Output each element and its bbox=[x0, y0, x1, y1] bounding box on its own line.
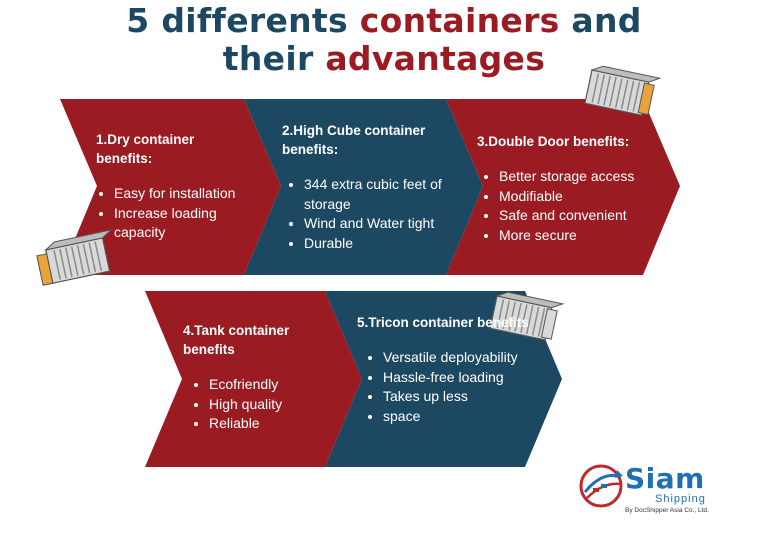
list-item: Modifiable bbox=[499, 187, 657, 207]
list-item: Better storage access bbox=[499, 167, 657, 187]
siam-shipping-logo-icon bbox=[579, 464, 623, 508]
card-heading: 5.Tricon container benefits bbox=[357, 315, 529, 330]
card-tank-container: 4.Tank container benefits Ecofriendly Hi… bbox=[183, 321, 323, 434]
chevron-1 bbox=[60, 99, 281, 275]
chevron-2 bbox=[244, 99, 483, 275]
list-item: More secure bbox=[499, 226, 657, 246]
siam-shipping-logo: Siam Shipping By DocShipper Asia Co., Lt… bbox=[579, 460, 729, 520]
benefit-list: Versatile deployability Hassle-free load… bbox=[357, 348, 537, 426]
benefit-list: Ecofriendly High quality Reliable bbox=[183, 375, 323, 434]
list-item: Takes up less bbox=[383, 387, 537, 407]
container-icon bbox=[489, 291, 565, 341]
title-line-1: 5 differents containers and bbox=[126, 1, 642, 40]
card-high-cube: 2.High Cube container benefits: 344 extr… bbox=[282, 121, 452, 253]
container-icon bbox=[36, 229, 113, 286]
card-dry-container: 1.Dry container benefits: Easy for insta… bbox=[96, 130, 246, 243]
card-heading: 4.Tank container benefits bbox=[183, 323, 290, 357]
benefit-list: Better storage access Modifiable Safe an… bbox=[477, 167, 657, 245]
benefit-list: Easy for installation Increase loading c… bbox=[96, 184, 246, 243]
card-heading: 1.Dry container benefits: bbox=[96, 132, 195, 166]
list-item: space bbox=[383, 407, 537, 427]
list-item: Hassle-free loading bbox=[383, 368, 537, 388]
page-title: 5 differents containers and their advant… bbox=[0, 2, 768, 78]
card-heading: 3.Double Door benefits: bbox=[477, 134, 630, 149]
list-item: Ecofriendly bbox=[209, 375, 323, 395]
list-item: Reliable bbox=[209, 414, 323, 434]
chevron-4 bbox=[145, 291, 362, 467]
title-line-2: their advantages bbox=[222, 39, 546, 78]
list-item: 344 extra cubic feet of storage bbox=[304, 175, 452, 214]
card-tricon-container: 5.Tricon container benefits Versatile de… bbox=[357, 313, 537, 426]
logo-word: Siam bbox=[625, 462, 705, 495]
chevron-3 bbox=[446, 99, 680, 275]
container-icon bbox=[584, 65, 662, 117]
card-double-door: 3.Double Door benefits: Better storage a… bbox=[477, 132, 657, 245]
list-item: Increase loading capacity bbox=[114, 204, 246, 243]
list-item: Wind and Water tight bbox=[304, 214, 452, 234]
list-item: Easy for installation bbox=[114, 184, 246, 204]
list-item: Durable bbox=[304, 234, 452, 254]
chevron-5 bbox=[325, 291, 562, 467]
logo-by: By DocShipper Asia Co., Ltd. bbox=[625, 507, 709, 514]
list-item: Versatile deployability bbox=[383, 348, 537, 368]
logo-sub: Shipping bbox=[655, 493, 706, 505]
list-item: Safe and convenient bbox=[499, 206, 657, 226]
benefit-list: 344 extra cubic feet of storage Wind and… bbox=[282, 175, 452, 253]
card-heading: 2.High Cube container benefits: bbox=[282, 123, 426, 157]
list-item: High quality bbox=[209, 395, 323, 415]
